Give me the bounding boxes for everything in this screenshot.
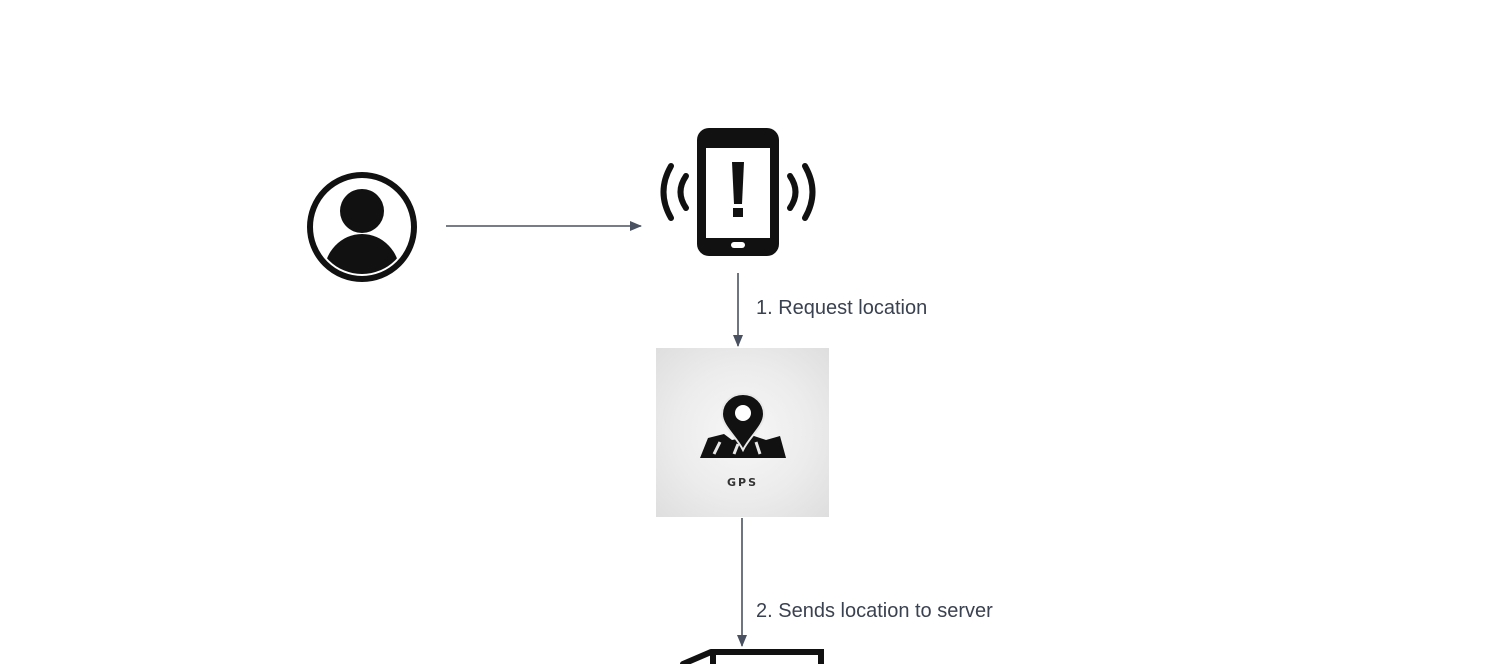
gps-node: GPS: [656, 348, 829, 517]
gps-caption: GPS: [726, 476, 758, 489]
smartphone-alert-icon: [660, 128, 816, 256]
edge-label-request-location: 1. Request location: [756, 297, 928, 319]
map-pin-icon: [700, 392, 786, 458]
server-icon: [680, 649, 824, 664]
edge-label-sends-location: 2. Sends location to server: [756, 600, 993, 622]
user-avatar-icon: [307, 172, 417, 282]
